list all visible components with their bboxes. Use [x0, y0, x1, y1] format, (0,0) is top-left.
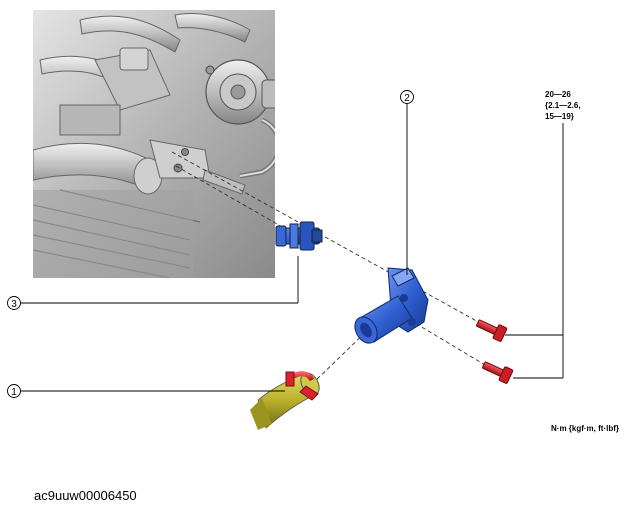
leader-lines [21, 104, 564, 392]
part-3-sensor-illustration [275, 221, 323, 251]
callout-1: 1 [7, 384, 21, 398]
callout-3: 3 [7, 296, 21, 310]
torque-spec-label: 20—26 {2.1—2.6, 15—19} [545, 90, 581, 121]
callout-1-number: 1 [11, 387, 17, 398]
part-1-hose-illustration [250, 371, 320, 430]
callout-3-number: 3 [11, 299, 17, 310]
torque-line-3: 15—19} [545, 112, 574, 121]
bolt-upper-illustration [476, 319, 508, 342]
engine-block-illustration [33, 10, 275, 278]
units-note: N·m {kgf·m, ft·lbf} [551, 424, 619, 433]
callout-2: 2 [400, 90, 414, 104]
callout-2-number: 2 [404, 93, 410, 104]
torque-line-2: {2.1—2.6, [545, 101, 581, 110]
image-id-label: ac9uuw00006450 [34, 488, 137, 503]
torque-line-1: 20—26 [545, 90, 571, 99]
part-2-water-outlet-illustration [354, 267, 429, 344]
bolt-lower-illustration [482, 361, 514, 384]
